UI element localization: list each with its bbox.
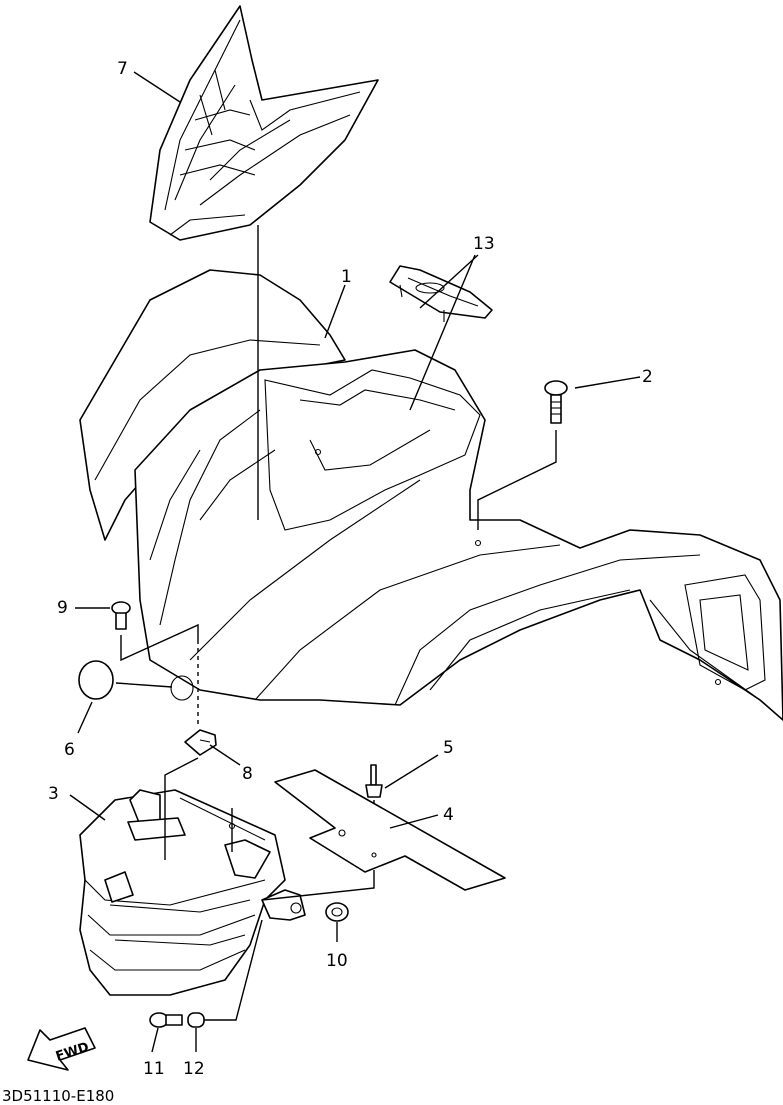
part-4-plate <box>274 769 506 891</box>
callout-8: 8 <box>242 764 253 784</box>
part-12-bulb-socket <box>187 919 263 1052</box>
callout-2: 2 <box>642 367 653 387</box>
part-9-screw <box>111 601 199 662</box>
part-8-clip <box>184 729 217 756</box>
callout-3: 3 <box>48 784 59 804</box>
callout-10: 10 <box>326 951 348 971</box>
callout-leaders <box>69 71 641 829</box>
part-3-headlight <box>79 789 306 996</box>
callout-1: 1 <box>341 267 352 287</box>
callout-labels: 7 1 13 2 9 6 8 5 3 4 10 11 12 <box>48 59 653 1079</box>
part-10-grommet <box>325 902 349 942</box>
callout-7: 7 <box>117 59 128 79</box>
callout-9: 9 <box>57 598 68 618</box>
callout-11: 11 <box>143 1059 165 1079</box>
part-13-small-panel <box>389 265 493 322</box>
callout-12: 12 <box>183 1059 205 1079</box>
diagram-code: 3D51110-E180 <box>2 1087 114 1105</box>
part-6-emblem <box>78 660 194 701</box>
callout-5: 5 <box>443 738 454 758</box>
leader-line-3-a <box>164 757 199 860</box>
callout-6: 6 <box>64 740 75 760</box>
part-11-bolt <box>149 1012 183 1053</box>
callout-13: 13 <box>473 234 495 254</box>
callout-4: 4 <box>443 805 454 825</box>
leader-line-3-c <box>261 870 375 901</box>
fwd-arrow-icon: FWD <box>27 1027 96 1071</box>
part-1-front-fender <box>79 269 783 721</box>
part-2-bolt <box>477 380 568 530</box>
part-7-front-grille <box>149 5 379 241</box>
